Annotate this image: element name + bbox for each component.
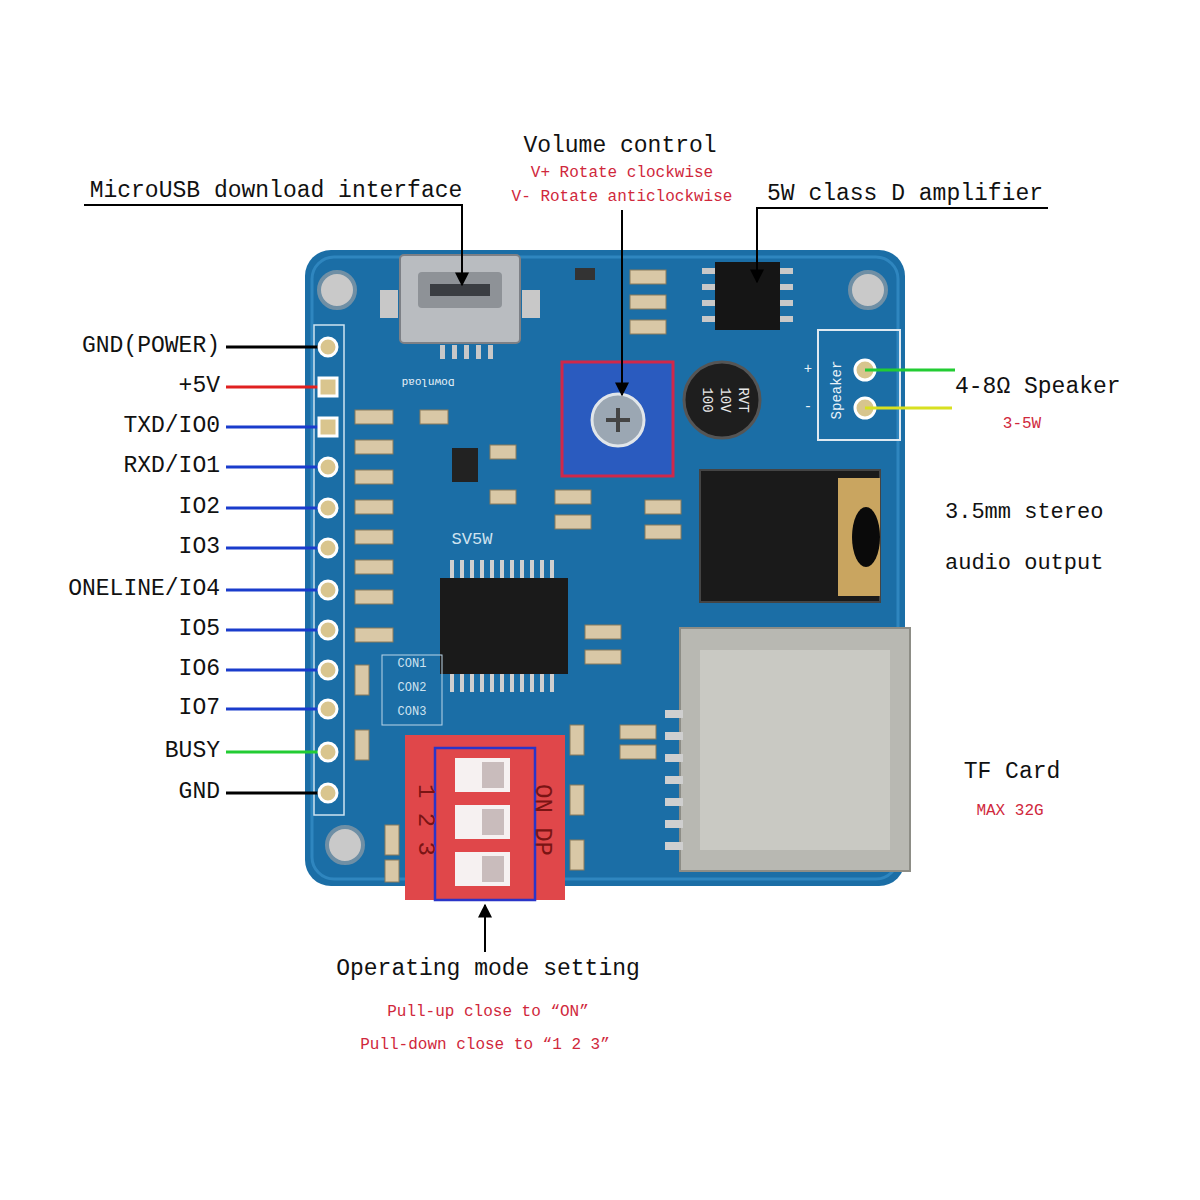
knob-slot (606, 408, 630, 432)
jack-hole (852, 507, 880, 567)
speaker-terminal-outline (818, 330, 900, 440)
usb-tab (380, 290, 398, 318)
annotation-label: Pull-up close to “ON” (387, 1004, 589, 1022)
silkscreen-text: CON3 (398, 706, 427, 719)
silkscreen-text: RVT (734, 387, 749, 412)
annotation-label: TF Card (964, 760, 1061, 785)
silkscreen-text: - (804, 400, 812, 415)
mode-highlight-box (435, 748, 535, 900)
chip-pins (702, 268, 793, 322)
annotation-label: GND (179, 780, 220, 805)
annotation-label: GND(POWER) (82, 334, 220, 359)
annotation-label: 5W class D amplifier (767, 182, 1043, 207)
annotation-label: Operating mode setting (336, 957, 640, 982)
micro-usb-connector (400, 255, 520, 343)
volume-leader (621, 210, 623, 395)
annotation-label: IO5 (179, 617, 220, 642)
annotation-label: IO6 (179, 657, 220, 682)
dip-levers (455, 758, 510, 886)
annotation-label: Volume control (523, 134, 716, 159)
annotation-label: V+ Rotate clockwise (531, 165, 713, 183)
dip-switch (405, 735, 565, 900)
silkscreen-text: + (804, 362, 812, 377)
pcb-edge (312, 257, 898, 879)
annotation-label: V- Rotate anticlockwise (512, 189, 733, 207)
header-pins (319, 338, 337, 802)
audio-jack (700, 470, 880, 602)
silkscreen-text: 100 (698, 387, 713, 412)
speaker-wire (865, 407, 952, 410)
annotation-label: 3.5mm stereo audio output (945, 487, 1135, 589)
silkscreen-text: CON1 (398, 658, 427, 671)
silkscreen-text: Download (402, 376, 455, 388)
annotation-label: ONELINE/IO4 (68, 577, 220, 602)
pin-leaders (226, 347, 320, 793)
led (575, 268, 595, 280)
usb-port (418, 272, 502, 308)
annotation-label: 3-5W (1003, 416, 1041, 434)
dip-lever-knobs (482, 762, 504, 882)
usb-pins (440, 345, 493, 359)
regulator (452, 448, 478, 482)
tf-card-slot (680, 628, 910, 871)
volume-potentiometer (562, 362, 673, 476)
annotation-label: +5V (179, 374, 220, 399)
mode-leader (484, 905, 486, 952)
electrolytic-capacitor (684, 362, 760, 438)
speaker-wire (865, 369, 955, 372)
usb-leader (84, 205, 462, 285)
tf-card-shell (700, 650, 890, 850)
header-outline (314, 325, 344, 815)
jack-collar (838, 478, 880, 596)
annotation-label: BUSY (165, 739, 220, 764)
potentiometer-knob (592, 394, 644, 446)
annotation-label: MAX 32G (976, 803, 1043, 821)
annotation-label: IO2 (179, 495, 220, 520)
tf-pins (665, 710, 683, 850)
annotation-label: TXD/IO0 (123, 414, 220, 439)
usb-tab (522, 290, 540, 318)
decoder-pins (452, 560, 552, 692)
silkscreen-text: 10V (716, 387, 731, 412)
annotation-label: MicroUSB download interface (90, 179, 463, 204)
annotation-label: 4-8Ω Speaker (955, 375, 1121, 400)
con-outline (382, 655, 442, 725)
annotation-label: IO3 (179, 535, 220, 560)
silkscreen-text: CON2 (398, 682, 427, 695)
annotation-label: Pull-down close to “1 2 3” (360, 1037, 610, 1055)
amplifier-chip (715, 262, 780, 330)
silkscreen-text: 1 2 3 (412, 784, 438, 856)
usb-port-slot (430, 284, 490, 296)
annotation-label: RXD/IO1 (123, 454, 220, 479)
pcb-board (305, 250, 905, 886)
annotation-label: IO7 (179, 696, 220, 721)
silkscreen-text: ON DP (529, 784, 555, 856)
silkscreen-text: Speaker (830, 361, 845, 420)
amplifier-leader (757, 208, 1048, 282)
silkscreen-text: SV5W (452, 531, 493, 550)
decoder-chip (440, 578, 568, 674)
